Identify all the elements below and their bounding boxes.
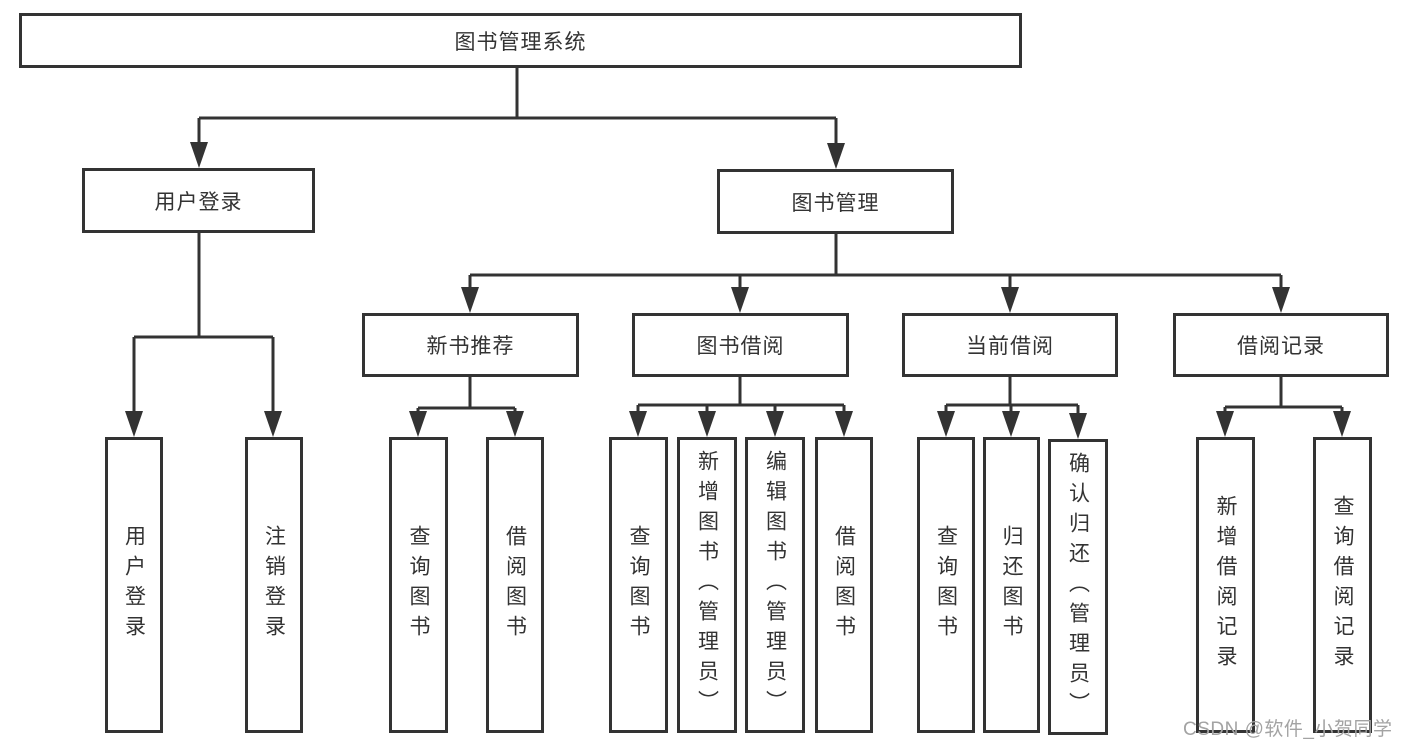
leaf-add-book-admin: 新增图书（管理员） bbox=[677, 437, 737, 733]
leaf-return-books: 归还图书 bbox=[983, 437, 1040, 733]
leaf-edit-book-admin: 编辑图书（管理员） bbox=[745, 437, 805, 733]
csdn-watermark: CSDN @软件_小贺同学 bbox=[1183, 719, 1393, 740]
leaf-logout: 注销登录 bbox=[245, 437, 303, 733]
leaf-add-borrowing-record: 新增借阅记录 bbox=[1196, 437, 1255, 733]
leaf-query-books-current: 查询图书 bbox=[917, 437, 975, 733]
leaf-query-books-recommend: 查询图书 bbox=[389, 437, 448, 733]
connector-current-borrowing-branch bbox=[937, 377, 1087, 439]
leaf-confirm-return-admin: 确认归还（管理员） bbox=[1048, 439, 1108, 735]
connector-borrowing-records-branch bbox=[1216, 377, 1351, 437]
node-user-login: 用户登录 bbox=[82, 168, 315, 233]
leaf-borrow-books-recommend: 借阅图书 bbox=[486, 437, 544, 733]
node-new-book-recommendation: 新书推荐 bbox=[362, 313, 579, 377]
connector-user-login-branch bbox=[125, 233, 282, 437]
connector-book-management-branch bbox=[461, 234, 1290, 313]
node-book-borrowing: 图书借阅 bbox=[632, 313, 849, 377]
leaf-query-borrowing-record: 查询借阅记录 bbox=[1313, 437, 1372, 733]
root-node: 图书管理系统 bbox=[19, 13, 1022, 68]
connector-root-to-level2 bbox=[190, 68, 845, 169]
connector-book-borrowing-branch bbox=[629, 377, 853, 437]
node-current-borrowing: 当前借阅 bbox=[902, 313, 1118, 377]
connector-new-book-branch bbox=[409, 377, 524, 437]
leaf-user-login: 用户登录 bbox=[105, 437, 163, 733]
node-borrowing-records: 借阅记录 bbox=[1173, 313, 1389, 377]
leaf-borrow-books-borrowing: 借阅图书 bbox=[815, 437, 873, 733]
leaf-query-books-borrowing: 查询图书 bbox=[609, 437, 668, 733]
node-book-management: 图书管理 bbox=[717, 169, 954, 234]
